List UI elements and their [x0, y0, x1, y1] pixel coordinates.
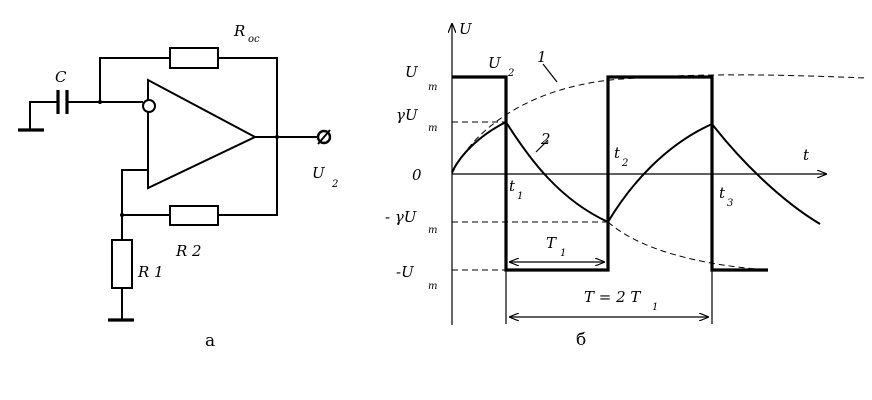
- neg-um-label: -U: [396, 263, 415, 281]
- graph-caption: б: [576, 330, 586, 350]
- gamma-um-subscript: m: [428, 123, 437, 134]
- curve-1-label: 1: [537, 48, 547, 66]
- t1-period-subscript: 1: [560, 248, 566, 259]
- neg-gamma-um-subscript: m: [428, 225, 437, 236]
- circuit-caption: a: [205, 331, 215, 351]
- curve-2-capacitor-voltage: [451, 120, 821, 225]
- curve-2-label: 2: [540, 130, 551, 148]
- feedback-resistor-label: R: [233, 22, 245, 40]
- um-subscript: m: [428, 82, 437, 93]
- y-axis-label: U: [459, 20, 473, 38]
- curve-1-asymptote: [451, 74, 867, 175]
- feedback-wire-right: [217, 57, 278, 138]
- square-wave-u2: [452, 75, 768, 272]
- t3-subscript: 3: [727, 198, 733, 209]
- t2-subscript: 2: [621, 158, 628, 169]
- um-label: U: [405, 63, 419, 81]
- curve-2-pointer: [535, 139, 549, 153]
- neg-um-subscript: m: [428, 281, 437, 292]
- feedback-resistor-subscript: oc: [248, 34, 260, 45]
- timing-graph: U t U m γU m 0 - γU m -U m U 2 1 2 t 1 t…: [385, 20, 867, 350]
- r2-label: R 2: [175, 242, 202, 260]
- non-inverting-input-wire: [121, 169, 149, 216]
- capacitor-label: C: [55, 68, 67, 86]
- op-amp-triangle: [147, 78, 258, 190]
- inverting-input-circle: [142, 99, 156, 113]
- x-axis-label: t: [803, 146, 810, 164]
- r1-label: R 1: [137, 263, 164, 281]
- gamma-um-label: γU: [396, 106, 419, 124]
- input-wire: [29, 101, 58, 131]
- t1-subscript: 1: [517, 191, 523, 202]
- u2-curve-label: U: [488, 54, 502, 72]
- t1-label: t: [509, 177, 516, 195]
- output-terminal-slash: [317, 129, 331, 145]
- neg-gamma-um-label: - γU: [385, 208, 418, 226]
- circuit-diagram: C R oc U 2 R 2 R 1 a: [18, 22, 338, 351]
- t2-label: t: [614, 144, 621, 162]
- feedback-wire-left: [99, 57, 171, 103]
- t1-period-label: T: [546, 234, 557, 252]
- t3-label: t: [719, 184, 726, 202]
- curve-1-lower-asymptote: [607, 221, 769, 271]
- r2-wire-right: [217, 136, 278, 216]
- output-label: U: [312, 164, 326, 182]
- r2-resistor: [169, 205, 219, 226]
- curve-1-pointer: [542, 63, 558, 83]
- t-period-label: T = 2 T: [584, 288, 641, 306]
- t-period-subscript: 1: [652, 302, 658, 313]
- zero-label: 0: [412, 166, 422, 184]
- output-subscript: 2: [331, 179, 338, 190]
- u2-curve-subscript: 2: [507, 68, 514, 79]
- r1-resistor: [111, 239, 133, 289]
- feedback-resistor: [169, 47, 219, 69]
